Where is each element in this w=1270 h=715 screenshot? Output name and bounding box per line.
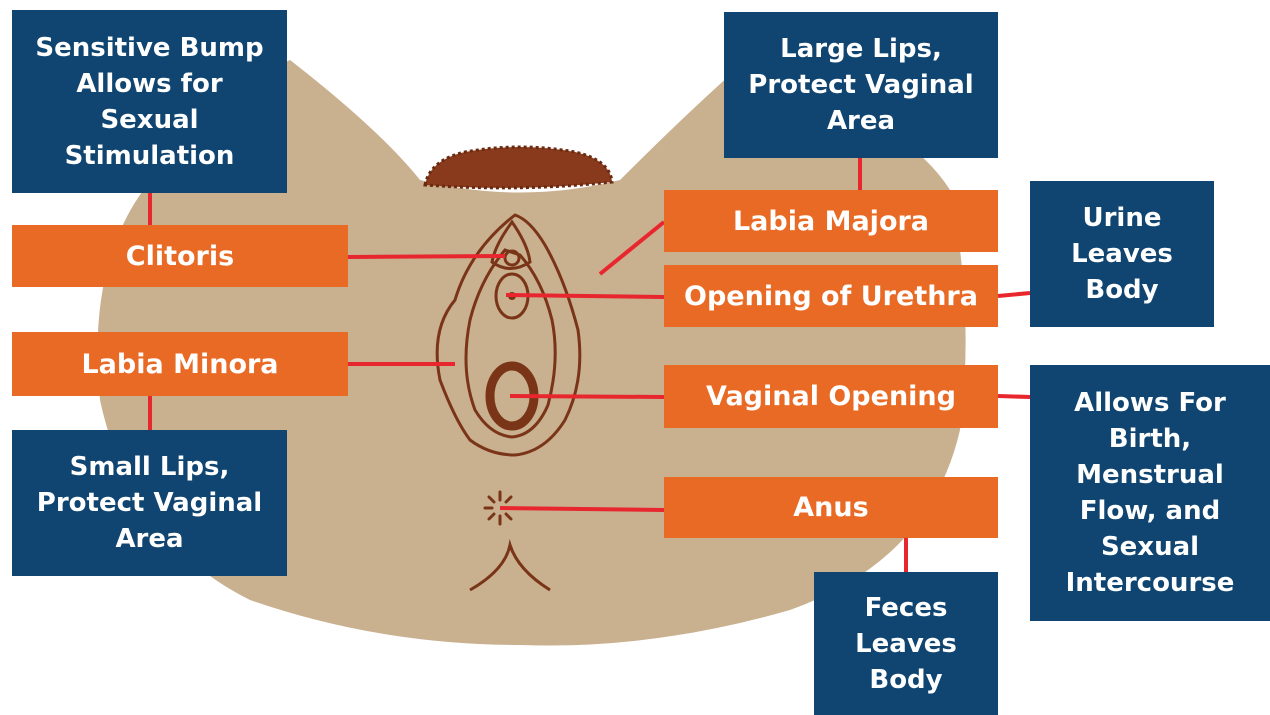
- urethra-label: Opening of Urethra: [664, 265, 998, 327]
- leader-clitoris: [348, 256, 505, 257]
- anus-label: Anus: [664, 477, 998, 538]
- clitoris-description: Sensitive Bump Allows for Sexual Stimula…: [12, 10, 287, 193]
- clitoris-label: Clitoris: [12, 225, 348, 287]
- leader-anus: [500, 508, 664, 510]
- vaginal-opening-label: Vaginal Opening: [664, 365, 998, 428]
- pubic-hair: [425, 147, 612, 188]
- labia-majora-description: Large Lips, Protect Vaginal Area: [724, 12, 998, 158]
- leader-vaginal: [510, 396, 664, 397]
- labia-minora-label: Labia Minora: [12, 332, 348, 396]
- labia-majora-label: Labia Majora: [664, 190, 998, 252]
- urethra-description: Urine Leaves Body: [1030, 181, 1214, 327]
- anus-description: Feces Leaves Body: [814, 572, 998, 715]
- leader-urethra-desc: [998, 293, 1030, 296]
- leader-urethra: [506, 295, 664, 297]
- leader-vaginal-desc: [998, 396, 1030, 397]
- labia-minora-description: Small Lips, Protect Vaginal Area: [12, 430, 287, 576]
- vaginal-opening-description: Allows For Birth, Menstrual Flow, and Se…: [1030, 365, 1270, 621]
